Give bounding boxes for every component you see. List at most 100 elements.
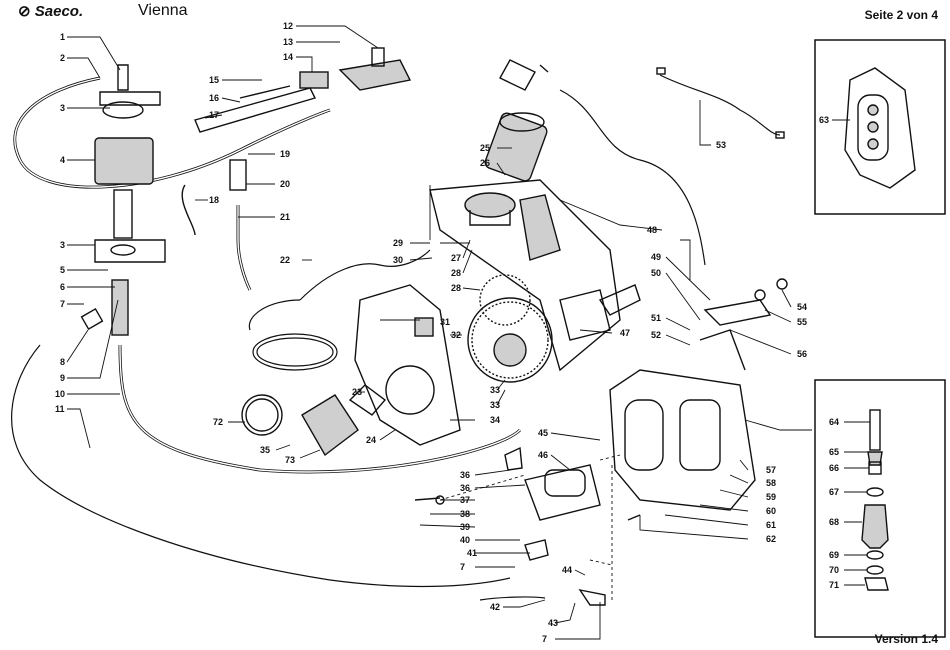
callout-8: 8 [60,357,65,367]
callout-4: 4 [60,155,65,165]
callout-43: 42 [490,602,500,612]
callout-24: 24 [366,435,376,445]
callout-6: 6 [60,282,65,292]
callout-60: 59 [766,492,776,502]
callout-63: 62 [766,534,776,544]
callout-45: 44 [562,565,572,575]
callout-72: 71 [829,580,839,590]
callout-labels: 1 2 3 4 3 5 6 7 8 9 10 11 12 13 14 15 16… [55,21,839,644]
callout-19: 19 [280,149,290,159]
callout-18: 18 [209,195,219,205]
callout-34: 33 [490,400,500,410]
callout-57: 56 [797,349,807,359]
callout-51: 50 [651,268,661,278]
leader-lines [66,25,870,640]
callout-62: 61 [766,520,776,530]
callout-31: 30 [393,255,403,265]
callout-47: 46 [538,450,548,460]
valve-group [181,47,412,236]
callout-16: 16 [209,93,219,103]
callout-7b: 41 [467,548,477,558]
callout-14: 14 [283,52,293,62]
version-label: Version 1.4 [874,632,938,646]
callout-28: 28 [451,268,461,278]
motor-assembly [464,112,548,226]
hoses [11,74,781,601]
model-name: Vienna [138,2,188,19]
callout-59: 58 [766,478,776,488]
callout-68: 67 [829,487,839,497]
callout-37: 36 [460,483,470,493]
callout-46: 45 [538,428,548,438]
clamp-and-filter [241,394,359,457]
callout-9: 9 [60,373,65,383]
boiler-detail [844,67,916,189]
callout-70: 69 [829,550,839,560]
holder-37 [524,464,601,521]
pump-assembly [80,64,166,336]
callout-25: 25 [480,143,490,153]
callout-39: 38 [460,509,470,519]
callout-40: 39 [460,522,470,532]
callout-66: 65 [829,447,839,457]
callout-26: 26 [480,158,490,168]
assembly-lines [429,185,812,600]
callout-49: 48 [647,225,657,235]
callout-5: 5 [60,265,65,275]
callout-17: 17 [209,110,219,120]
callout-13: 13 [283,37,293,47]
callout-33: 32 [451,330,461,340]
callout-61: 60 [766,506,776,516]
callout-11: 11 [55,404,65,414]
callout-54: 53 [716,140,726,150]
callout-2: 2 [60,53,65,63]
callout-15: 15 [209,75,219,85]
brew-unit-housing [348,284,461,446]
callout-74: 73 [285,455,295,465]
callout-71: 70 [829,565,839,575]
callout-67: 66 [829,463,839,473]
callout-33b: 33 [490,385,500,395]
callout-30: 29 [393,238,403,248]
callout-23: 23 [352,387,362,397]
saeco-logo-icon: ⊘ [18,3,35,20]
callout-22: 22 [280,255,290,265]
callout-35: 34 [490,415,500,425]
callout-32: 31 [440,317,450,327]
callout-58: 57 [766,465,776,475]
callout-44: 7 [542,634,547,644]
callout-64: 63 [819,115,829,125]
callout-50: 49 [651,252,661,262]
boiler-assembly [609,369,756,521]
callout-53: 52 [651,330,661,340]
callout-7c: 43 [548,618,558,628]
callout-1: 1 [60,32,65,42]
brand-logo: ⊘ Saeco. [18,2,83,20]
callout-3b: 3 [60,240,65,250]
valve-detail [861,409,889,591]
callout-65: 64 [829,417,839,427]
page-indicator: Seite 2 von 4 [864,8,938,22]
callout-29: 28 [451,283,461,293]
callout-20: 20 [280,179,290,189]
callout-7: 7 [60,299,65,309]
callout-21: 21 [280,212,290,222]
callout-52: 51 [651,313,661,323]
callout-12: 12 [283,21,293,31]
detail-box-65-72 [814,379,946,638]
brand-name: Saeco. [34,3,84,20]
callout-55: 54 [797,302,807,312]
callout-48: 47 [620,328,630,338]
callout-42: 7 [460,562,465,572]
detail-box-64 [814,39,946,215]
callout-56: 55 [797,317,807,327]
callout-41: 40 [460,535,470,545]
callout-27: 27 [451,253,461,263]
callout-36: 35 [260,445,270,455]
gearbox-assembly [429,179,621,383]
callout-38: 37 [460,495,470,505]
callout-36b: 36 [460,470,470,480]
callout-10: 10 [55,389,65,399]
